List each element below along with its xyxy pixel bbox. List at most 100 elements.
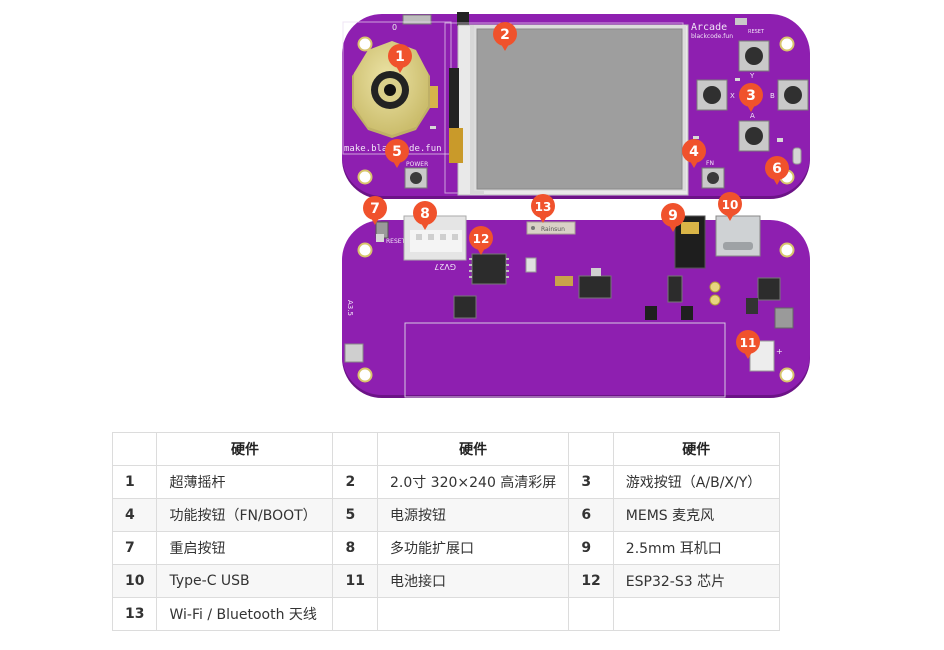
mount-hole <box>779 36 795 52</box>
side-silkscreen: A3.5 <box>346 300 354 316</box>
game-buttons: Y X B A <box>696 40 809 152</box>
button-b-label: B <box>770 92 775 100</box>
item-number: 8 <box>332 531 378 565</box>
polarity-mark: + <box>776 347 783 356</box>
callout-number: 10 <box>722 198 739 212</box>
callout-marker: 5 <box>385 139 409 168</box>
expansion-port <box>403 215 467 261</box>
antenna: Rainsun <box>526 221 576 235</box>
column-header: 硬件 <box>612 432 780 466</box>
usb-c-port <box>715 215 761 257</box>
column-header: 硬件 <box>156 432 334 466</box>
button-y-label: Y <box>749 72 755 80</box>
ic-chip <box>681 306 693 320</box>
table-header-row: 硬件 硬件 硬件 <box>111 432 780 466</box>
antenna-label: Rainsun <box>541 226 565 233</box>
mount-hole <box>357 36 373 52</box>
item-name: MEMS 麦克风 <box>612 498 780 532</box>
ic-chip <box>667 275 683 303</box>
esp32-chip <box>469 253 509 285</box>
mems-microphone <box>777 138 802 165</box>
gv-silkscreen: GV27 <box>434 262 456 271</box>
reset-label: RESET <box>386 238 406 245</box>
mount-hole <box>357 367 373 383</box>
ic-chip <box>645 306 657 320</box>
item-number: 7 <box>111 531 158 565</box>
item-number: 12 <box>568 564 614 598</box>
item-name <box>612 597 780 631</box>
item-name: 2.5mm 耳机口 <box>612 531 780 565</box>
item-number: 10 <box>111 564 158 598</box>
callout-number: 3 <box>746 88 756 104</box>
table-row: 4 功能按钮（FN/BOOT） 5 电源按钮 6 MEMS 麦克风 <box>111 498 780 532</box>
table-row: 10 Type-C USB 11 电池接口 12 ESP32-S3 芯片 <box>111 564 780 598</box>
battery-area <box>404 322 726 398</box>
item-name: 多功能扩展口 <box>376 531 570 565</box>
callout-marker: 11 <box>736 330 760 359</box>
ic-chip <box>757 277 781 301</box>
callout-number: 2 <box>500 27 510 43</box>
mount-hole <box>357 242 373 258</box>
callout-number: 8 <box>420 206 430 222</box>
item-number <box>568 597 614 631</box>
callout-marker: 8 <box>413 201 437 230</box>
callout-marker: 9 <box>661 203 685 232</box>
item-name <box>376 597 570 631</box>
brand-title: Arcade <box>691 22 727 33</box>
callout-number: 12 <box>473 232 490 246</box>
mount-hole <box>357 169 373 185</box>
item-number: 11 <box>332 564 378 598</box>
mount-hole <box>779 242 795 258</box>
item-number <box>332 597 378 631</box>
pad <box>709 281 721 293</box>
button-x-label: X <box>730 92 735 100</box>
callout-marker: 1 <box>388 44 412 73</box>
ic-chip <box>555 276 573 286</box>
item-number: 1 <box>111 465 158 499</box>
mount-hole <box>779 367 795 383</box>
callout-marker: 12 <box>469 226 493 255</box>
table-row: 13 Wi-Fi / Bluetooth 天线 <box>111 597 780 631</box>
item-name: 超薄摇杆 <box>156 465 334 499</box>
fn-label: FN <box>706 160 714 167</box>
header-spacer <box>332 432 378 466</box>
audio-jack-top <box>457 12 469 26</box>
callout-marker: 10 <box>718 192 742 221</box>
item-number: 13 <box>111 597 158 631</box>
reset-top-label: RESET <box>748 29 765 35</box>
item-name: Wi-Fi / Bluetooth 天线 <box>156 597 334 631</box>
fn-button <box>701 167 725 189</box>
item-name: 2.0寸 320×240 高清彩屏 <box>376 465 570 499</box>
button-a <box>738 120 770 152</box>
item-number: 3 <box>568 465 614 499</box>
ic-chip <box>525 257 537 273</box>
table-row: 1 超薄摇杆 2 2.0寸 320×240 高清彩屏 3 游戏按钮（A/B/X/… <box>111 465 780 499</box>
board-back: RESET GV27 Rainsun <box>342 215 810 398</box>
power-label: POWER <box>406 161 428 168</box>
brand-subtitle: blackcode.fun <box>691 33 733 40</box>
callout-number: 4 <box>689 144 699 160</box>
button-x <box>696 79 728 111</box>
callout-number: 1 <box>395 49 405 65</box>
hardware-table: 硬件 硬件 硬件 1 超薄摇杆 2 2.0寸 320×240 高清彩屏 3 游戏… <box>111 432 780 631</box>
ic-chip <box>453 295 477 319</box>
item-number: 9 <box>568 531 614 565</box>
button-b <box>777 79 809 111</box>
ic-chip <box>344 343 364 363</box>
item-number: 5 <box>332 498 378 532</box>
item-name: Type-C USB <box>156 564 334 598</box>
joystick <box>352 41 438 138</box>
item-name: ESP32-S3 芯片 <box>612 564 780 598</box>
callout-number: 9 <box>668 208 678 224</box>
item-name: 游戏按钮（A/B/X/Y） <box>612 465 780 499</box>
button-a-label: A <box>750 112 755 120</box>
ic-chip <box>578 275 612 299</box>
item-name: 电池接口 <box>376 564 570 598</box>
button-y <box>738 40 770 72</box>
callout-marker: 13 <box>531 194 555 223</box>
board-front: 0 make.blackcode.fun POWER <box>342 12 810 199</box>
item-name: 功能按钮（FN/BOOT） <box>156 498 334 532</box>
callout-marker: 3 <box>739 83 763 112</box>
reset-button <box>375 221 389 242</box>
column-header: 硬件 <box>376 432 570 466</box>
